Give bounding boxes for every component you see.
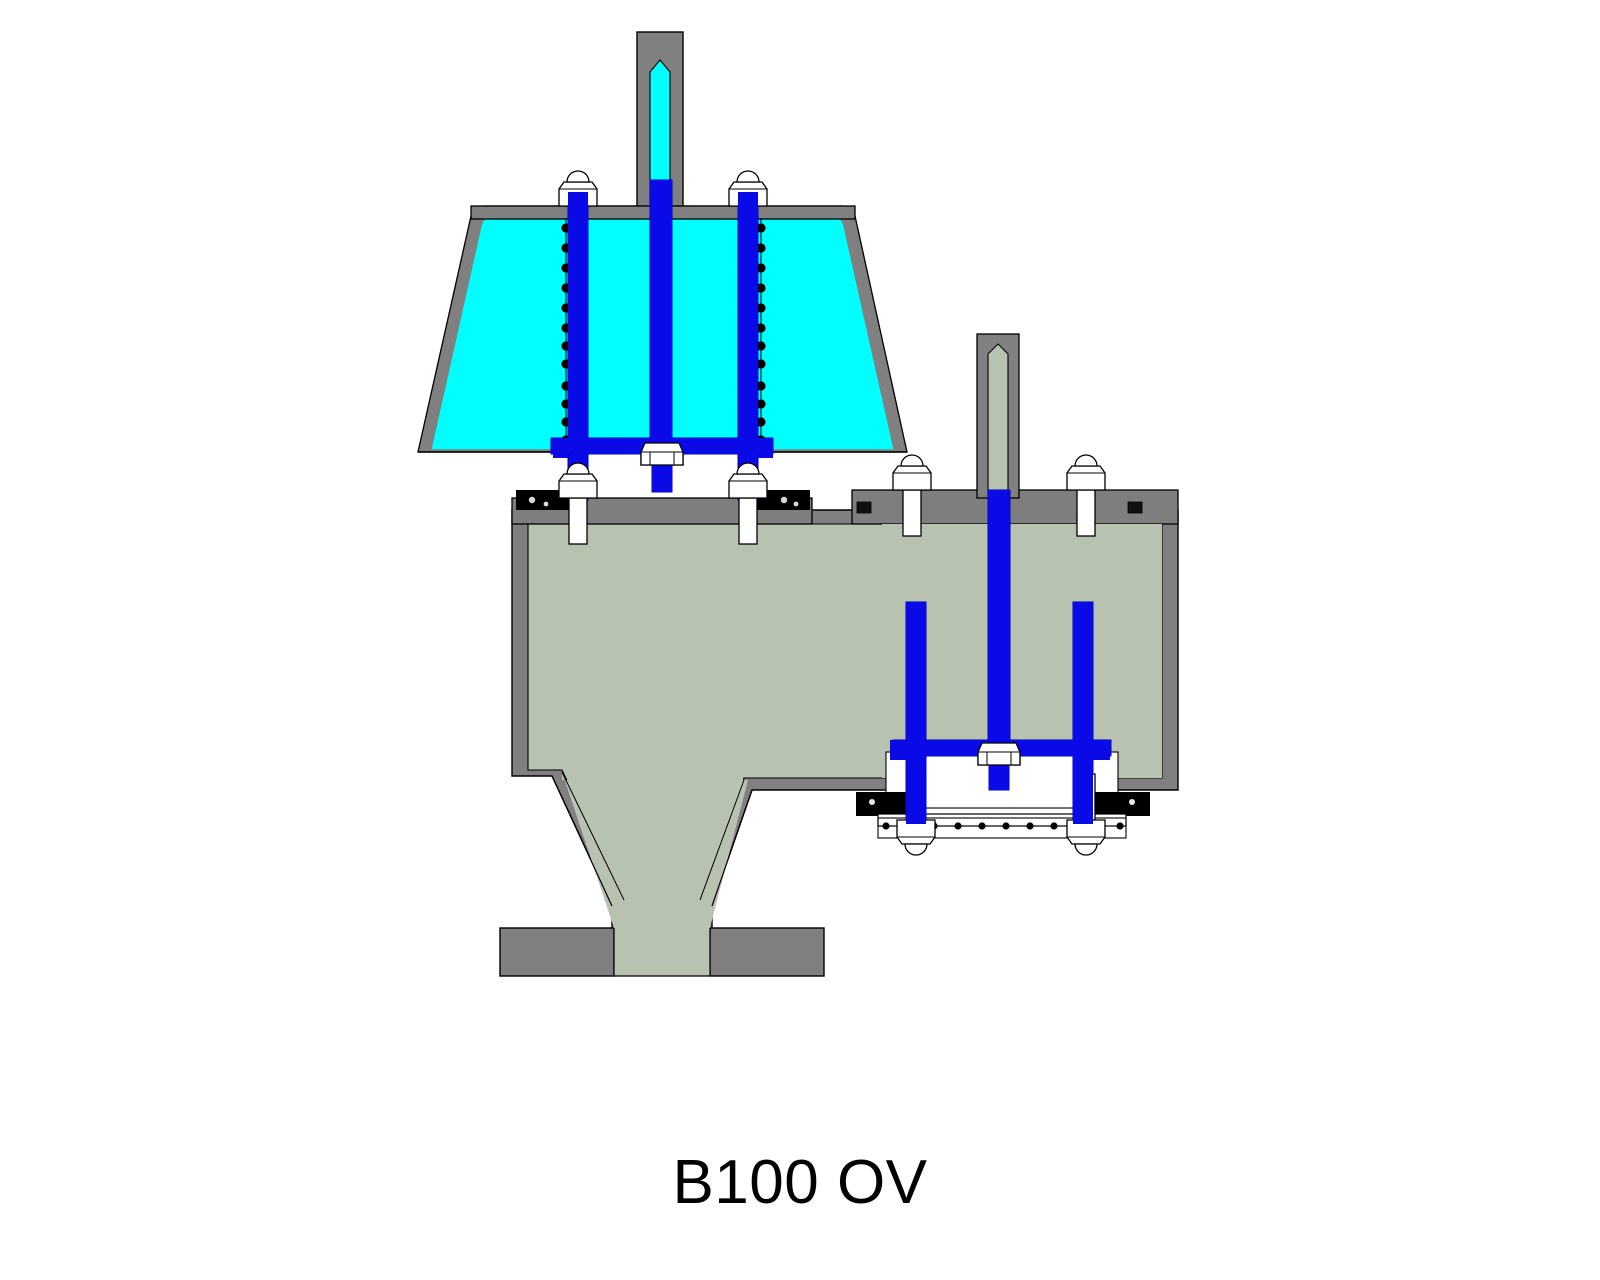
thread-dots-right-rod <box>756 218 766 452</box>
seal-marker-right <box>1127 501 1143 514</box>
inlet-neck <box>551 771 753 977</box>
vacuum-riser <box>976 333 1020 499</box>
inlet-flange-left <box>499 927 615 977</box>
gasket-lower-right <box>1092 792 1150 816</box>
vacuum-stem-overlay <box>988 490 1010 742</box>
tie-rod-left-overlay <box>568 192 588 450</box>
vac-rod-left-overlay <box>906 602 926 824</box>
upper-riser-stack <box>636 31 684 219</box>
pallet-stem-overlay <box>650 180 672 442</box>
inlet-flange <box>499 927 825 977</box>
vacuum-riser-bore <box>987 343 1009 499</box>
tie-rod-right-overlay <box>738 192 758 450</box>
gasket-lower-left <box>856 792 912 816</box>
center-nut-pressure-overlay <box>640 442 684 466</box>
center-nut-vacuum-overlay <box>977 742 1021 766</box>
figure-caption: B100 OV <box>672 1148 928 1217</box>
vac-rod-right-overlay <box>1073 602 1093 824</box>
inlet-flange-right <box>709 927 825 977</box>
seal-marker-left <box>856 501 872 514</box>
